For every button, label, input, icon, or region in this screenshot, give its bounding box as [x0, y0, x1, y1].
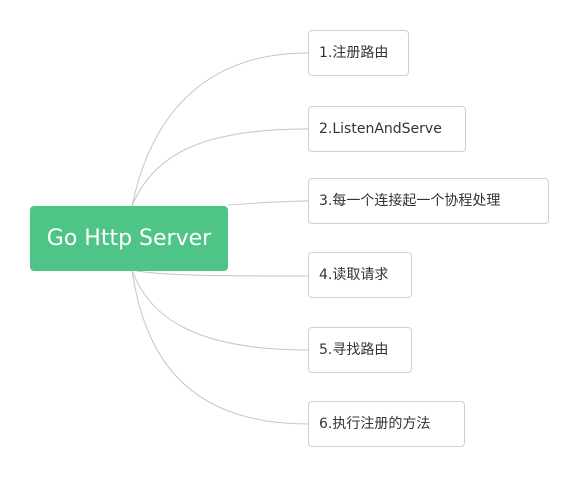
child-node-6-execute-registered-method[interactable]: 6.执行注册的方法: [308, 401, 465, 447]
root-node-go-http-server[interactable]: Go Http Server: [30, 206, 228, 271]
connector-to-node-4: [131, 269, 309, 277]
child-node-3-goroutine-per-connection[interactable]: 3.每一个连接起一个协程处理: [308, 178, 549, 224]
connector-to-node-1: [131, 52, 309, 207]
child-node-4-read-request[interactable]: 4.读取请求: [308, 252, 412, 298]
connector-to-node-6: [131, 269, 309, 425]
connector-to-node-2: [131, 128, 309, 207]
child-node-2-listen-and-serve[interactable]: 2.ListenAndServe: [308, 106, 466, 152]
child-node-5-find-route[interactable]: 5.寻找路由: [308, 327, 412, 373]
connector-to-node-3: [227, 200, 309, 206]
connector-to-node-5: [131, 269, 309, 351]
child-node-1-register-route[interactable]: 1.注册路由: [308, 30, 409, 76]
